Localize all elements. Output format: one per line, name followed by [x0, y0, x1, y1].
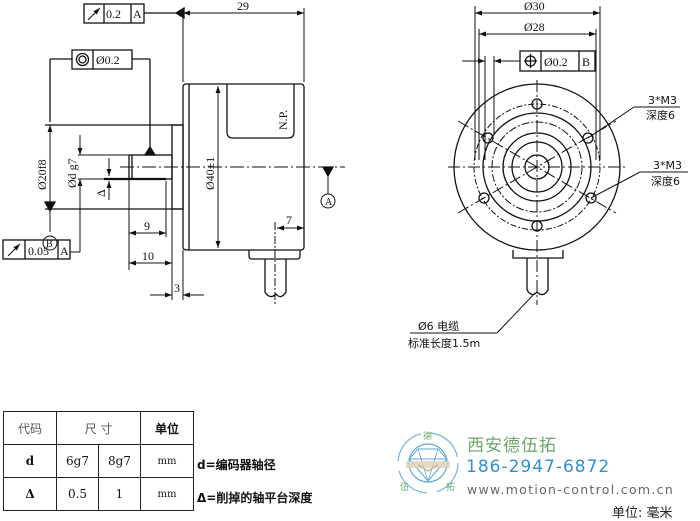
front-view [410, 6, 688, 334]
svg-text:拓: 拓 [446, 481, 455, 493]
svg-text:B: B [582, 55, 590, 69]
svg-text:A: A [133, 7, 142, 21]
table-row: Δ 0.5 1 mm [3, 477, 194, 511]
svg-text:Ø0.2: Ø0.2 [544, 55, 568, 69]
cell-v1: 0.5 [56, 477, 99, 511]
unit-note: 单位: 毫米 [612, 506, 673, 521]
svg-text:7: 7 [286, 213, 292, 227]
svg-text:Ø6 电缆: Ø6 电缆 [418, 320, 459, 333]
svg-text:10: 10 [142, 249, 154, 263]
svg-text:深度6: 深度6 [646, 108, 675, 122]
svg-text:Ød g7: Ød g7 [65, 158, 79, 188]
cell-v2: 8g7 [98, 444, 141, 478]
svg-text:A: A [325, 197, 333, 208]
svg-text:Ø20f8: Ø20f8 [35, 159, 49, 190]
table-header-row: 代码 尺 寸 单位 [3, 411, 194, 445]
svg-text:Ø0.2: Ø0.2 [96, 53, 120, 67]
svg-text:3*M3: 3*M3 [653, 159, 682, 172]
svg-text:29: 29 [237, 0, 249, 13]
svg-text:0.05: 0.05 [28, 244, 49, 258]
front-view-labels: Ø30 Ø28 Ø0.2 B 3*M3 深度6 3*M3 深度6 Ø6 电缆 标… [408, 0, 682, 350]
svg-text:伍: 伍 [400, 482, 409, 493]
header-code: 代码 [3, 411, 57, 445]
svg-text:A: A [60, 244, 69, 258]
brand-phone: 186-2947-6872 [466, 457, 611, 477]
cell-unit: mm [140, 477, 194, 511]
svg-text:德: 德 [423, 430, 432, 442]
brand-logo: 德 伍 拓 [397, 430, 459, 494]
cell-unit: mm [140, 444, 194, 478]
svg-text:标准长度1.5m: 标准长度1.5m [408, 336, 480, 350]
side-view-labels: 0.2 A 29 Ø0.2 Ø20f8 Ød g7 Δ Ø40±1 N.P. A… [28, 0, 333, 295]
cell-v1: 6g7 [56, 444, 99, 478]
spec-table: 代码 尺 寸 单位 d 6g7 8g7 mm Δ 0.5 1 mm [3, 411, 194, 511]
mounting-holes [478, 98, 597, 232]
svg-text:深度6: 深度6 [651, 174, 680, 188]
svg-text:9: 9 [144, 219, 150, 233]
legend-d: d=编码器轴径 [197, 458, 276, 472]
header-unit: 单位 [140, 411, 194, 445]
runout-frame-bottom [2, 239, 71, 260]
svg-text:0.2: 0.2 [106, 7, 121, 21]
svg-text:Δ: Δ [94, 189, 108, 197]
svg-text:Ø40±1: Ø40±1 [203, 157, 217, 190]
cell-code: Δ [3, 477, 57, 511]
table-row: d 6g7 8g7 mm [3, 444, 194, 478]
svg-text:Ø28: Ø28 [524, 20, 545, 34]
svg-text:Ø30: Ø30 [524, 0, 545, 13]
legend-delta: Δ=削掉的轴平台深度 [197, 491, 313, 505]
brand-url: www.motion-control.com.cn [467, 482, 675, 497]
side-view [2, 3, 345, 305]
cell-v2: 1 [98, 477, 141, 511]
svg-text:B: B [46, 239, 53, 250]
brand-name: 西安德伍拓 [467, 436, 557, 456]
header-size: 尺 寸 [56, 411, 141, 445]
svg-text:N.P.: N.P. [276, 110, 290, 130]
svg-text:3: 3 [174, 281, 180, 295]
runout-frame-top [83, 3, 185, 24]
cell-code: d [3, 444, 57, 478]
svg-text:3*M3: 3*M3 [648, 94, 677, 107]
concentricity-frame [49, 49, 157, 156]
